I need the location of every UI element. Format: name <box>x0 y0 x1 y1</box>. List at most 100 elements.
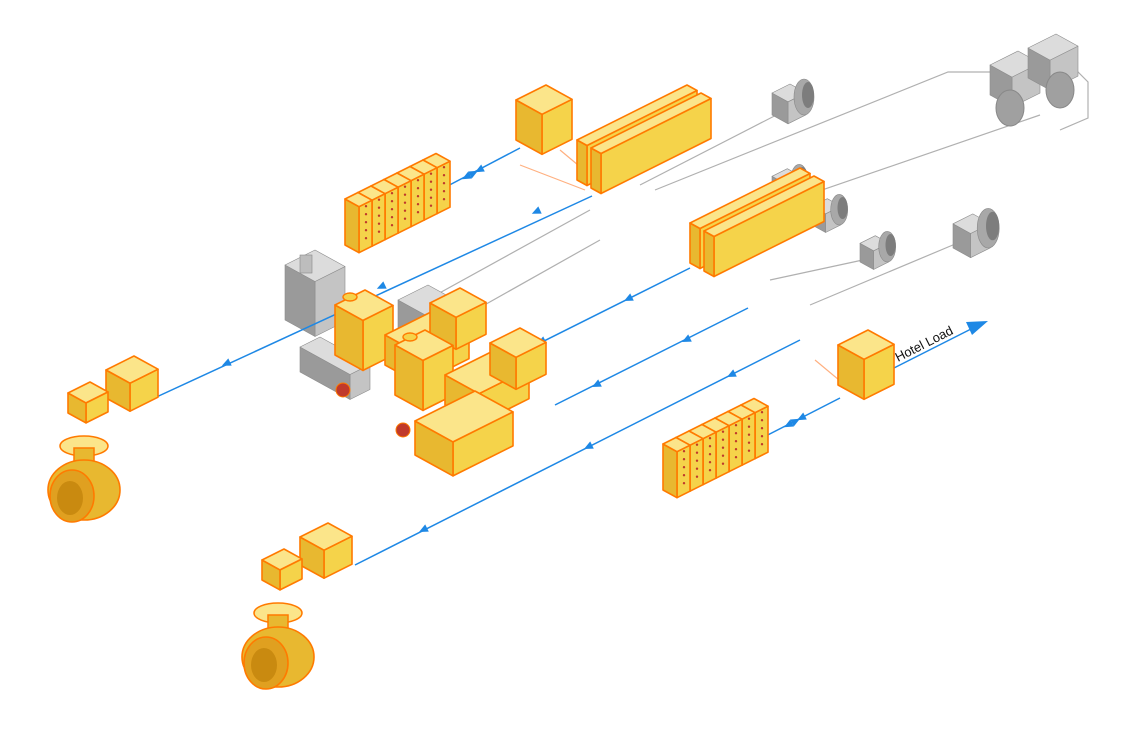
cell-terminal <box>442 198 446 201</box>
cell-terminal <box>364 221 368 224</box>
hotel-load-cable <box>889 326 976 371</box>
box-top <box>414 390 514 443</box>
box-side <box>358 199 373 254</box>
cell-terminal <box>708 437 712 440</box>
cell-terminal <box>695 451 699 454</box>
cell-terminal <box>760 411 764 414</box>
cell-terminal <box>377 206 381 209</box>
box-top <box>662 436 691 453</box>
flow-arrow-icon <box>784 419 794 428</box>
flow-arrow-icon <box>376 281 387 289</box>
flow-arrow-icon <box>624 293 634 301</box>
converter-2 <box>837 329 895 401</box>
box-front <box>576 139 588 187</box>
switchboard-section-b <box>703 175 825 278</box>
cell-terminal <box>695 475 699 478</box>
cell-terminal <box>734 424 738 427</box>
cell-terminal <box>364 229 368 232</box>
box-side <box>715 424 730 480</box>
exhaust-pipe <box>299 254 313 274</box>
box-top <box>1027 33 1079 61</box>
cell-terminal <box>364 237 368 240</box>
cell-terminal <box>682 474 686 477</box>
box-top <box>489 327 547 359</box>
cell-terminal <box>390 224 394 227</box>
flow-arrow-icon <box>419 524 429 532</box>
power-cable <box>354 339 801 566</box>
thruster-gearbox <box>67 381 109 424</box>
battery-bank-1 <box>344 152 451 254</box>
cell-terminal <box>734 448 738 451</box>
cell-terminal <box>682 450 686 453</box>
cell-terminal <box>682 466 686 469</box>
hotel-load-arrowhead-icon <box>966 321 988 335</box>
cell-terminal <box>416 179 420 182</box>
cell-terminal <box>708 453 712 456</box>
exhaust-pipe <box>342 292 358 302</box>
flywheel <box>335 382 351 398</box>
battery-bank-2 <box>662 397 769 499</box>
cell-terminal <box>390 216 394 219</box>
cell-terminal <box>695 459 699 462</box>
box-top <box>344 191 373 208</box>
cell-terminal <box>747 417 751 420</box>
hotel-load-label: Hotel Load <box>893 323 956 365</box>
flow-arrow-icon <box>221 358 232 366</box>
cell-terminal <box>416 203 420 206</box>
thruster-drive-motor <box>299 522 353 580</box>
cell-terminal <box>403 217 407 220</box>
cell-terminal <box>721 446 725 449</box>
cell-terminal <box>377 222 381 225</box>
box-side <box>728 418 743 473</box>
alternator <box>489 327 547 391</box>
cell-terminal <box>760 443 764 446</box>
box-side <box>676 444 691 499</box>
cell-terminal <box>442 166 446 169</box>
box-front <box>344 198 360 254</box>
cell-terminal <box>747 425 751 428</box>
box-top <box>299 522 353 552</box>
cell-terminal <box>442 190 446 193</box>
propeller <box>251 648 277 682</box>
inactive-cable <box>639 107 791 186</box>
box-front <box>689 222 701 270</box>
box-top <box>689 167 811 230</box>
box-top <box>429 287 487 319</box>
cell-terminal <box>390 200 394 203</box>
link <box>519 164 586 191</box>
thruster-gearbox <box>261 548 303 591</box>
flow-arrow-icon <box>592 379 602 387</box>
box-side <box>754 405 769 460</box>
inactive-cable <box>809 241 961 306</box>
cell-terminal <box>390 192 394 195</box>
box-top <box>590 92 712 155</box>
cell-terminal <box>721 454 725 457</box>
motor-shaft-end <box>837 196 848 220</box>
propeller <box>57 481 83 515</box>
box-top <box>67 381 109 404</box>
cell-terminal <box>416 187 420 190</box>
thruster-nozzle-b <box>1045 71 1075 109</box>
exhaust-pipe <box>402 332 418 342</box>
battery-cell <box>344 191 373 254</box>
cell-terminal <box>377 214 381 217</box>
box-top <box>837 329 895 361</box>
motor-shaft-end <box>986 211 1000 241</box>
cell-terminal <box>403 201 407 204</box>
flow-arrow-icon <box>468 170 478 179</box>
cell-terminal <box>747 449 751 452</box>
box-side <box>702 431 717 486</box>
cell-terminal <box>416 195 420 198</box>
box-side <box>423 166 438 221</box>
cell-terminal <box>364 205 368 208</box>
cell-terminal <box>403 185 407 188</box>
flow-arrow-icon <box>797 412 807 421</box>
box-top <box>261 548 303 571</box>
cell-terminal <box>721 438 725 441</box>
box-side <box>397 179 412 234</box>
motor-1 <box>771 78 815 125</box>
box-front <box>662 443 678 499</box>
cell-terminal <box>721 430 725 433</box>
cell-terminal <box>708 469 712 472</box>
